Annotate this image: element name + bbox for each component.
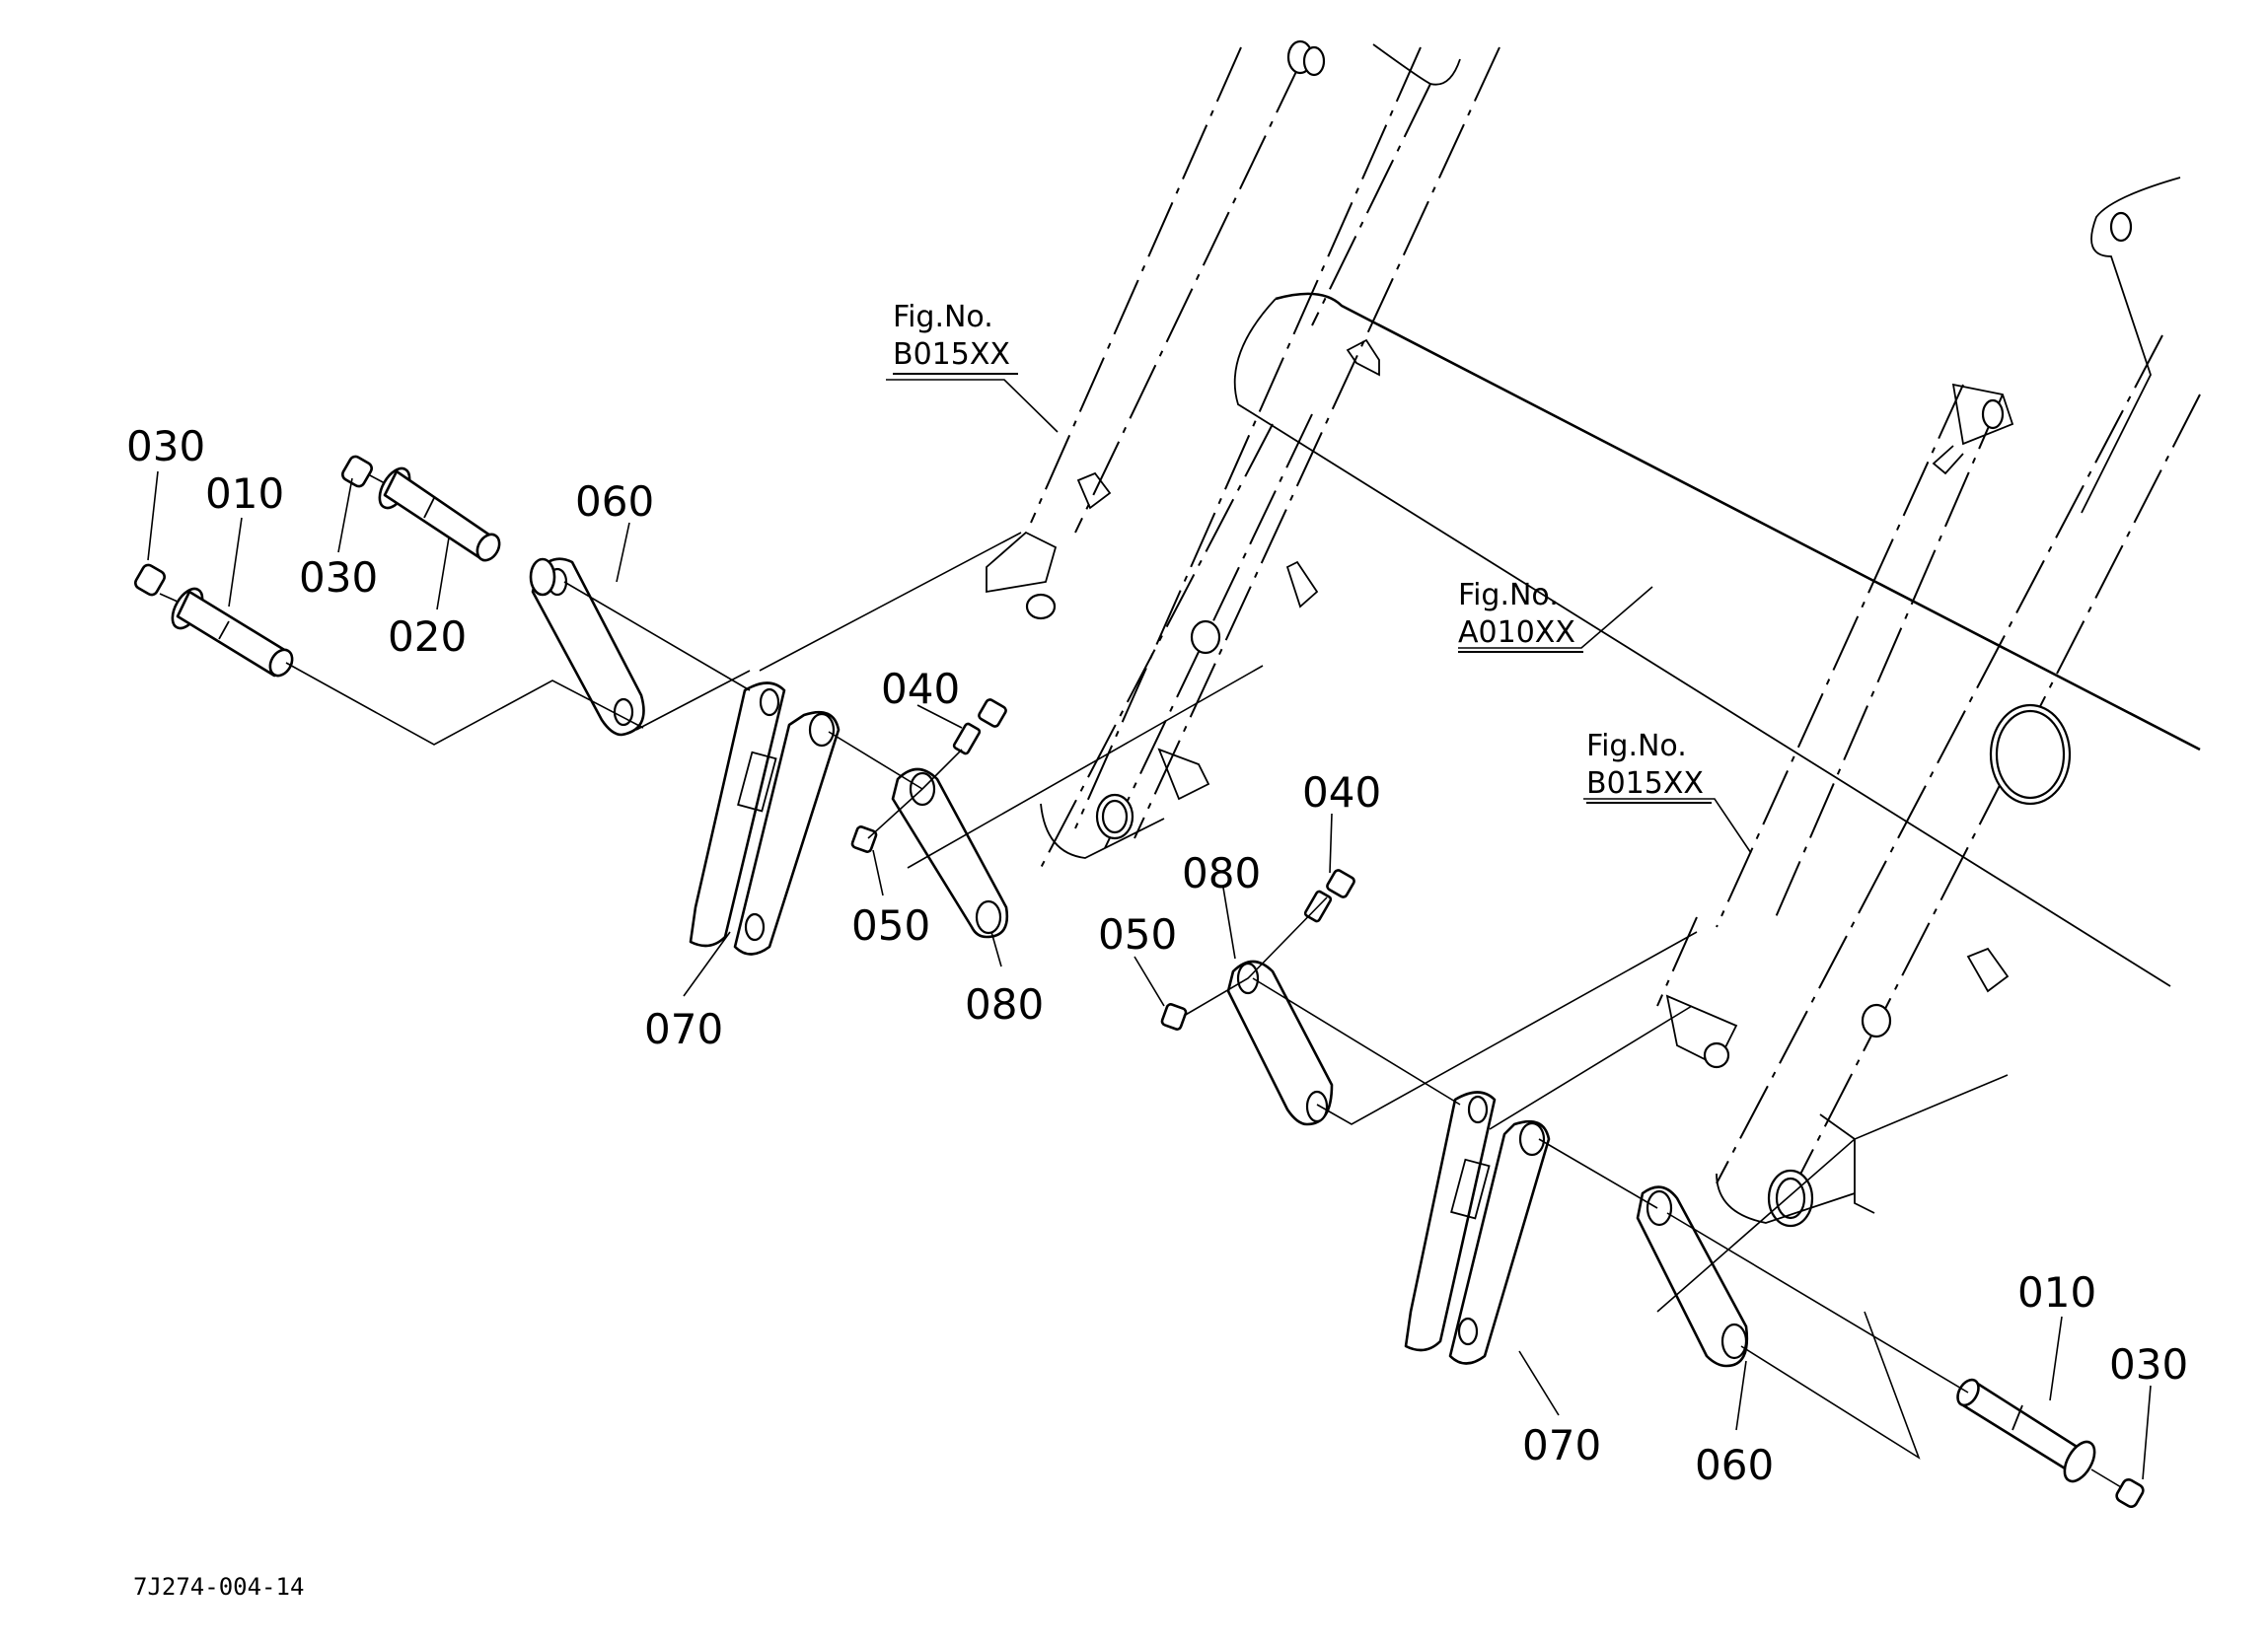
- link-060-b: [1636, 1185, 1749, 1368]
- nut-050-b: [1160, 1003, 1188, 1031]
- callout-080[interactable]: 080: [1182, 849, 1262, 897]
- fig-ref-caption: Fig.No.: [1586, 729, 1687, 763]
- callout-070[interactable]: 070: [1522, 1421, 1602, 1469]
- pin-010-a: [171, 587, 294, 678]
- link-060-a: [529, 557, 645, 737]
- fig-ref-a010xx[interactable]: Fig.No. A010XX: [1458, 577, 1583, 653]
- callout-030[interactable]: 030: [299, 553, 379, 602]
- callout-060[interactable]: 060: [575, 477, 655, 526]
- fig-ref-code: B015XX: [893, 336, 1018, 375]
- grease-fitting-top: [1286, 39, 1326, 77]
- callout-030[interactable]: 030: [2109, 1340, 2189, 1389]
- fig-ref-caption: Fig.No.: [893, 300, 993, 334]
- callout-050[interactable]: 050: [1098, 910, 1178, 959]
- callout-050[interactable]: 050: [851, 901, 931, 950]
- callout-020[interactable]: 020: [388, 612, 468, 661]
- grease-nipple-030-a: [134, 563, 179, 603]
- link-080-b: [1226, 960, 1334, 1126]
- pin-020: [378, 466, 501, 562]
- fig-ref-b015xx-lower[interactable]: Fig.No. B015XX: [1586, 728, 1712, 804]
- fig-ref-code: A010XX: [1458, 614, 1583, 653]
- right-link-group: [1160, 869, 2145, 1508]
- pin-010-b: [1956, 1378, 2096, 1483]
- callout-010[interactable]: 010: [2017, 1268, 2097, 1317]
- link-assembly-070-b: [1404, 1091, 1551, 1365]
- drawing-number: 7J274-004-14: [133, 1573, 305, 1601]
- bolt-040-a: [952, 698, 1007, 755]
- grease-nipple-030-b: [341, 455, 386, 488]
- fig-ref-code: B015XX: [1586, 765, 1712, 804]
- left-link-group: [134, 455, 1264, 956]
- grease-nipple-030-c: [2115, 1478, 2145, 1508]
- nut-050-a: [850, 825, 878, 853]
- callout-070[interactable]: 070: [644, 1005, 724, 1053]
- bolt-040-b: [1303, 869, 1355, 923]
- link-assembly-070-a: [689, 681, 841, 956]
- fig-ref-b015xx-upper[interactable]: Fig.No. B015XX: [893, 299, 1018, 375]
- callout-leaders: [147, 379, 2152, 1480]
- callout-010[interactable]: 010: [205, 469, 285, 518]
- callout-080[interactable]: 080: [965, 980, 1045, 1029]
- callout-030[interactable]: 030: [126, 422, 206, 470]
- callout-060[interactable]: 060: [1695, 1441, 1775, 1489]
- fig-ref-caption: Fig.No.: [1458, 578, 1559, 612]
- callout-040[interactable]: 040: [1302, 768, 1382, 817]
- callout-040[interactable]: 040: [881, 665, 961, 713]
- loader-frame: [986, 39, 2201, 1228]
